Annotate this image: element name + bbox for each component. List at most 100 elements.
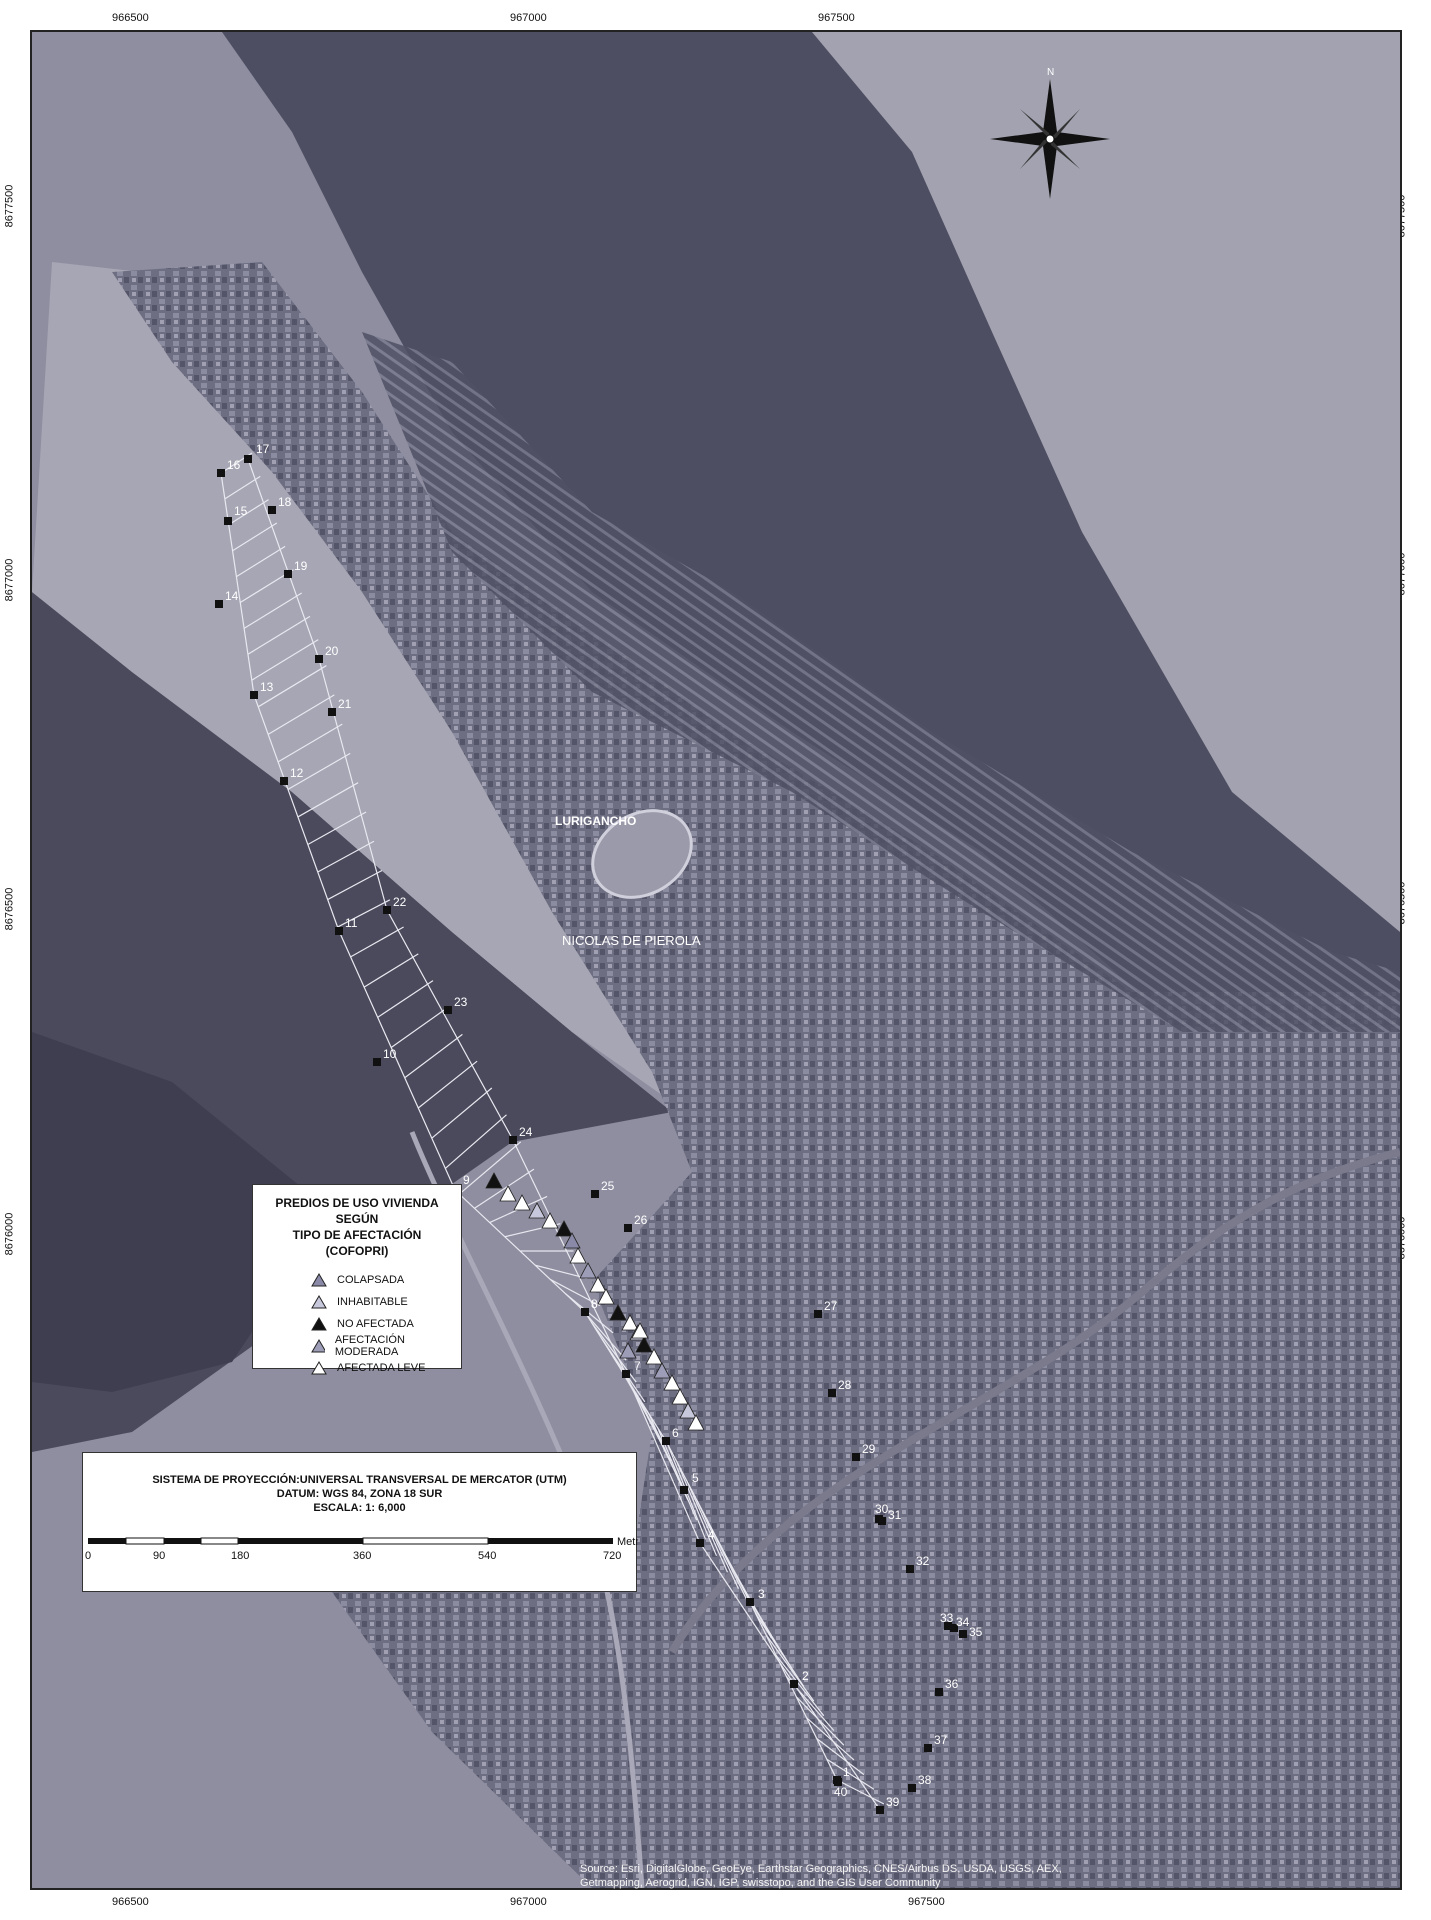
affectation-triangle[interactable] <box>563 1232 581 1249</box>
survey-points: 1234567891011121314151617181920212223242… <box>215 442 983 1814</box>
survey-point-marker[interactable] <box>814 1310 822 1318</box>
survey-point-marker[interactable] <box>834 1778 842 1786</box>
survey-point-marker[interactable] <box>383 906 391 914</box>
survey-point-marker[interactable] <box>444 1006 452 1014</box>
affectation-triangle[interactable] <box>663 1374 681 1391</box>
survey-point-marker[interactable] <box>335 927 343 935</box>
survey-point-marker[interactable] <box>746 1598 754 1606</box>
survey-point-marker[interactable] <box>852 1453 860 1461</box>
survey-point-marker[interactable] <box>215 600 223 608</box>
transect-line <box>277 723 343 763</box>
transect-line <box>287 752 351 790</box>
triangle-icon <box>311 1273 327 1287</box>
survey-point-marker[interactable] <box>662 1437 670 1445</box>
affectation-triangle[interactable] <box>635 1336 653 1353</box>
legend: PREDIOS DE USO VIVIENDA SEGÚN TIPO DE AF… <box>252 1184 462 1375</box>
survey-point-marker[interactable] <box>250 691 258 699</box>
survey-point-marker[interactable] <box>935 1688 943 1696</box>
affectation-triangle[interactable] <box>687 1414 705 1431</box>
affectation-triangle[interactable] <box>671 1388 689 1405</box>
survey-point-marker[interactable] <box>328 708 336 716</box>
coord-left-1: 8677500 <box>3 184 16 228</box>
survey-point-label: 33 <box>940 1611 954 1625</box>
transect-line <box>444 1114 507 1169</box>
transect-strip <box>220 452 885 1811</box>
affectation-triangle[interactable] <box>645 1348 663 1365</box>
scale-tick: 540 <box>478 1550 496 1562</box>
transect-line <box>458 1141 522 1195</box>
survey-point-marker[interactable] <box>828 1389 836 1397</box>
survey-point-label: 28 <box>838 1378 852 1392</box>
survey-point-marker[interactable] <box>581 1308 589 1316</box>
survey-point-marker[interactable] <box>908 1784 916 1792</box>
transect-line <box>224 475 261 500</box>
affectation-triangle[interactable] <box>679 1402 697 1419</box>
hillside-settlement <box>362 332 1400 1032</box>
survey-point-marker[interactable] <box>624 1224 632 1232</box>
survey-point-marker[interactable] <box>680 1486 688 1494</box>
affectation-triangle[interactable] <box>653 1362 671 1379</box>
survey-point-marker[interactable] <box>268 506 276 514</box>
affectation-triangle[interactable] <box>485 1172 503 1189</box>
affectation-triangle[interactable] <box>499 1185 517 1202</box>
affectation-triangle[interactable] <box>513 1194 531 1211</box>
transect-line <box>377 980 434 1018</box>
affectation-triangle[interactable] <box>528 1202 546 1219</box>
transect-line <box>228 499 269 526</box>
affectation-triangle[interactable] <box>541 1212 559 1229</box>
transect-line <box>243 592 303 629</box>
survey-point-label: 32 <box>916 1554 930 1568</box>
survey-point-label: 24 <box>519 1125 533 1139</box>
transect-line <box>836 1779 885 1805</box>
transect-line <box>307 811 367 845</box>
survey-point-marker[interactable] <box>373 1058 381 1066</box>
survey-point-marker[interactable] <box>944 1622 952 1630</box>
survey-point-marker[interactable] <box>591 1190 599 1198</box>
legend-item-label: COLAPSADA <box>337 1274 405 1286</box>
survey-point-marker[interactable] <box>924 1744 932 1752</box>
affectation-triangle[interactable] <box>619 1342 637 1359</box>
coord-top-2: 967000 <box>510 12 547 24</box>
survey-point-label: 18 <box>278 495 292 509</box>
survey-point-marker[interactable] <box>284 570 292 578</box>
survey-point-marker[interactable] <box>876 1806 884 1814</box>
affectation-triangle[interactable] <box>589 1276 607 1293</box>
survey-point-marker[interactable] <box>906 1565 914 1573</box>
transect-line <box>327 870 383 901</box>
affectation-triangle[interactable] <box>569 1247 587 1264</box>
affectation-triangle[interactable] <box>609 1304 627 1321</box>
affectation-triangle[interactable] <box>597 1288 615 1305</box>
survey-point-marker[interactable] <box>790 1680 798 1688</box>
survey-point-marker[interactable] <box>280 777 288 785</box>
affectation-triangle[interactable] <box>621 1314 639 1331</box>
affectation-triangle[interactable] <box>579 1262 597 1279</box>
transect-line <box>350 926 404 958</box>
survey-point-marker[interactable] <box>244 455 252 463</box>
urban-area <box>112 262 1400 1888</box>
survey-point-label: 12 <box>290 766 304 780</box>
survey-point-label: 39 <box>886 1795 900 1809</box>
survey-point-label: 20 <box>325 644 339 658</box>
survey-point-marker[interactable] <box>224 517 232 525</box>
legend-title-line2: TIPO DE AFECTACIÓN (COFOPRI) <box>292 1228 422 1258</box>
survey-point-marker[interactable] <box>959 1630 967 1638</box>
transect-line <box>404 1033 463 1079</box>
survey-point-marker[interactable] <box>696 1539 704 1547</box>
transect-line <box>565 1293 614 1334</box>
survey-point-marker[interactable] <box>950 1624 958 1632</box>
legend-item-label: AFECTACIÓN MODERADA <box>334 1334 405 1358</box>
affectation-triangle[interactable] <box>631 1322 649 1339</box>
terrain-central-mountain <box>222 32 1400 1032</box>
survey-point-marker[interactable] <box>509 1136 517 1144</box>
survey-point-marker[interactable] <box>878 1517 886 1525</box>
triangle-icon <box>311 1295 327 1309</box>
legend-item-no-afectada: NO AFECTADA <box>261 1313 453 1335</box>
survey-point-marker[interactable] <box>622 1370 630 1378</box>
survey-point-marker[interactable] <box>315 655 323 663</box>
survey-point-marker[interactable] <box>217 469 225 477</box>
map-canvas[interactable]: 1234567891011121314151617181920212223242… <box>32 32 1400 1888</box>
affectation-triangle[interactable] <box>555 1220 573 1237</box>
transect-line <box>686 1481 729 1573</box>
survey-point-label: 5 <box>692 1471 699 1485</box>
